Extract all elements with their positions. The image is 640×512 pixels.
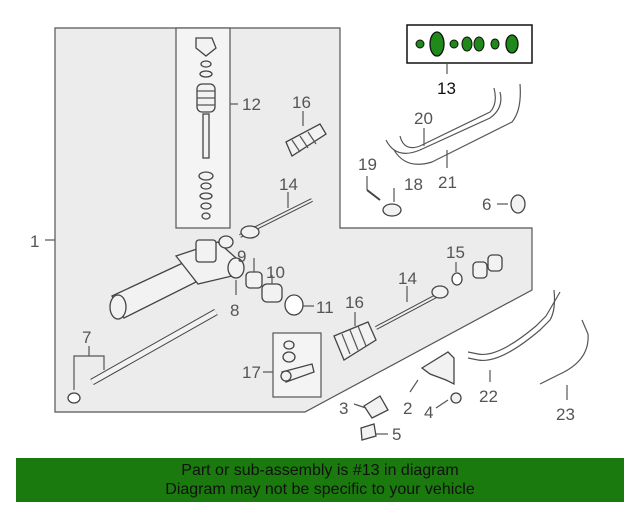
bushings-9-10-11 [227,257,314,316]
rack-bar-7 [67,308,218,404]
callout-20: 20 [414,109,433,128]
end-bushings-15 [451,254,503,286]
callout-14-lower: 14 [398,269,417,288]
callout-14-upper: 14 [279,175,298,194]
boot-16-upper [285,111,327,157]
brackets-2-3-4-5 [353,351,462,441]
callout-13: 13 [437,79,456,98]
tie-rod-end-17 [280,340,315,383]
pressure-lines-20-21 [385,83,521,168]
callout-16-upper: 16 [292,93,311,112]
callout-8: 8 [230,301,239,320]
callout-16-lower: 16 [345,293,364,312]
callout-6: 6 [482,195,491,214]
callout-22: 22 [479,387,498,406]
footer-line-1: Part or sub-assembly is #13 in diagram [181,462,459,479]
tie-rod-14-lower [375,285,449,330]
callout-5: 5 [392,425,401,444]
callout-2: 2 [403,399,412,418]
callout-15: 15 [446,243,465,262]
small-parts-18-19-6 [366,176,526,217]
footer-line-2: Diagram may not be specific to your vehi… [165,481,475,498]
callout-11: 11 [316,298,334,317]
callout-10: 10 [266,263,285,282]
footer-banner: Part or sub-assembly is #13 in diagram D… [16,458,624,502]
callout-3: 3 [339,399,348,418]
rack-housing [109,235,237,320]
boot-16-lower [333,312,377,361]
tie-rod-14-upper [239,192,313,239]
callout-18: 18 [404,175,423,194]
seal-kit-13 [415,31,519,57]
valve-parts-12 [195,37,217,220]
callout-23: 23 [556,405,575,424]
callout-9: 9 [237,247,246,266]
callout-21: 21 [438,173,457,192]
callout-17: 17 [242,363,261,382]
callout-1: 1 [30,232,39,251]
subassembly-box-17 [272,332,322,398]
return-lines-22-23 [467,289,589,400]
callout-19: 19 [358,155,377,174]
callout-7: 7 [82,328,91,347]
assembly-panel [54,27,533,413]
callout-12: 12 [242,95,261,114]
callout-4: 4 [424,403,433,422]
